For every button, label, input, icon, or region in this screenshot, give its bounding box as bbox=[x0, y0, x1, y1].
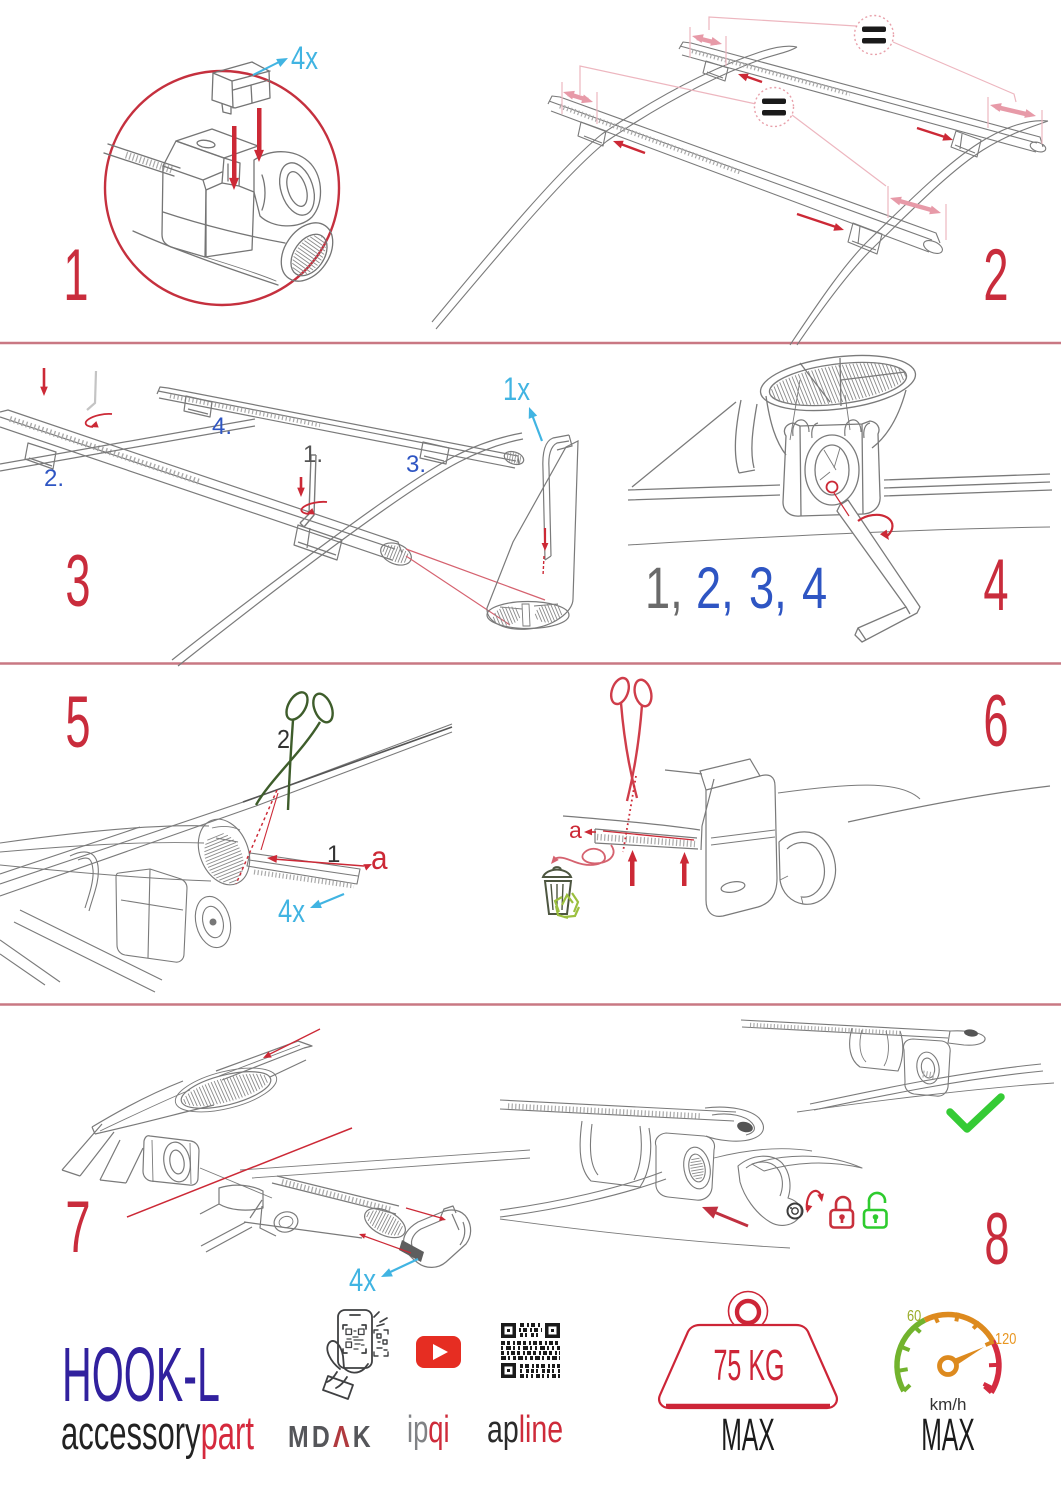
svg-text:120: 120 bbox=[995, 1331, 1016, 1349]
svg-text:1,: 1, bbox=[645, 557, 683, 622]
svg-text:2: 2 bbox=[983, 234, 1008, 316]
svg-text:1x: 1x bbox=[503, 372, 530, 407]
svg-text:7: 7 bbox=[65, 1186, 90, 1268]
svg-text:MAX: MAX bbox=[921, 1409, 975, 1460]
svg-text:1.: 1. bbox=[303, 441, 323, 468]
svg-text:2: 2 bbox=[277, 726, 290, 754]
svg-text:ipqi: ipqi bbox=[407, 1409, 450, 1451]
svg-text:HOOK-L: HOOK-L bbox=[62, 1332, 220, 1418]
svg-text:2,: 2, bbox=[696, 557, 734, 622]
svg-text:4x: 4x bbox=[349, 1263, 376, 1298]
svg-text:3: 3 bbox=[65, 540, 90, 622]
svg-text:8: 8 bbox=[984, 1198, 1009, 1280]
svg-text:km/h: km/h bbox=[930, 1395, 967, 1414]
svg-text:4: 4 bbox=[983, 544, 1008, 626]
svg-text:6: 6 bbox=[983, 680, 1008, 762]
svg-text:MAX: MAX bbox=[721, 1409, 775, 1460]
svg-text:60: 60 bbox=[907, 1308, 921, 1326]
svg-text:apline: apline bbox=[487, 1409, 563, 1451]
svg-text:4.: 4. bbox=[212, 413, 232, 440]
svg-text:4x: 4x bbox=[278, 894, 305, 929]
svg-text:accessorypart: accessorypart bbox=[61, 1408, 254, 1460]
svg-text:1: 1 bbox=[63, 234, 88, 316]
svg-text:a: a bbox=[371, 840, 388, 877]
svg-text:3.: 3. bbox=[406, 451, 426, 478]
svg-text:a: a bbox=[569, 817, 582, 843]
svg-text:3,: 3, bbox=[749, 557, 787, 622]
svg-text:5: 5 bbox=[65, 681, 90, 763]
svg-text:4: 4 bbox=[802, 557, 827, 622]
svg-text:1: 1 bbox=[327, 841, 340, 868]
svg-text:MDΛK: MDΛK bbox=[288, 1419, 374, 1453]
svg-text:2.: 2. bbox=[44, 465, 64, 492]
svg-text:75 KG: 75 KG bbox=[713, 1341, 784, 1390]
svg-text:4x: 4x bbox=[291, 41, 318, 76]
